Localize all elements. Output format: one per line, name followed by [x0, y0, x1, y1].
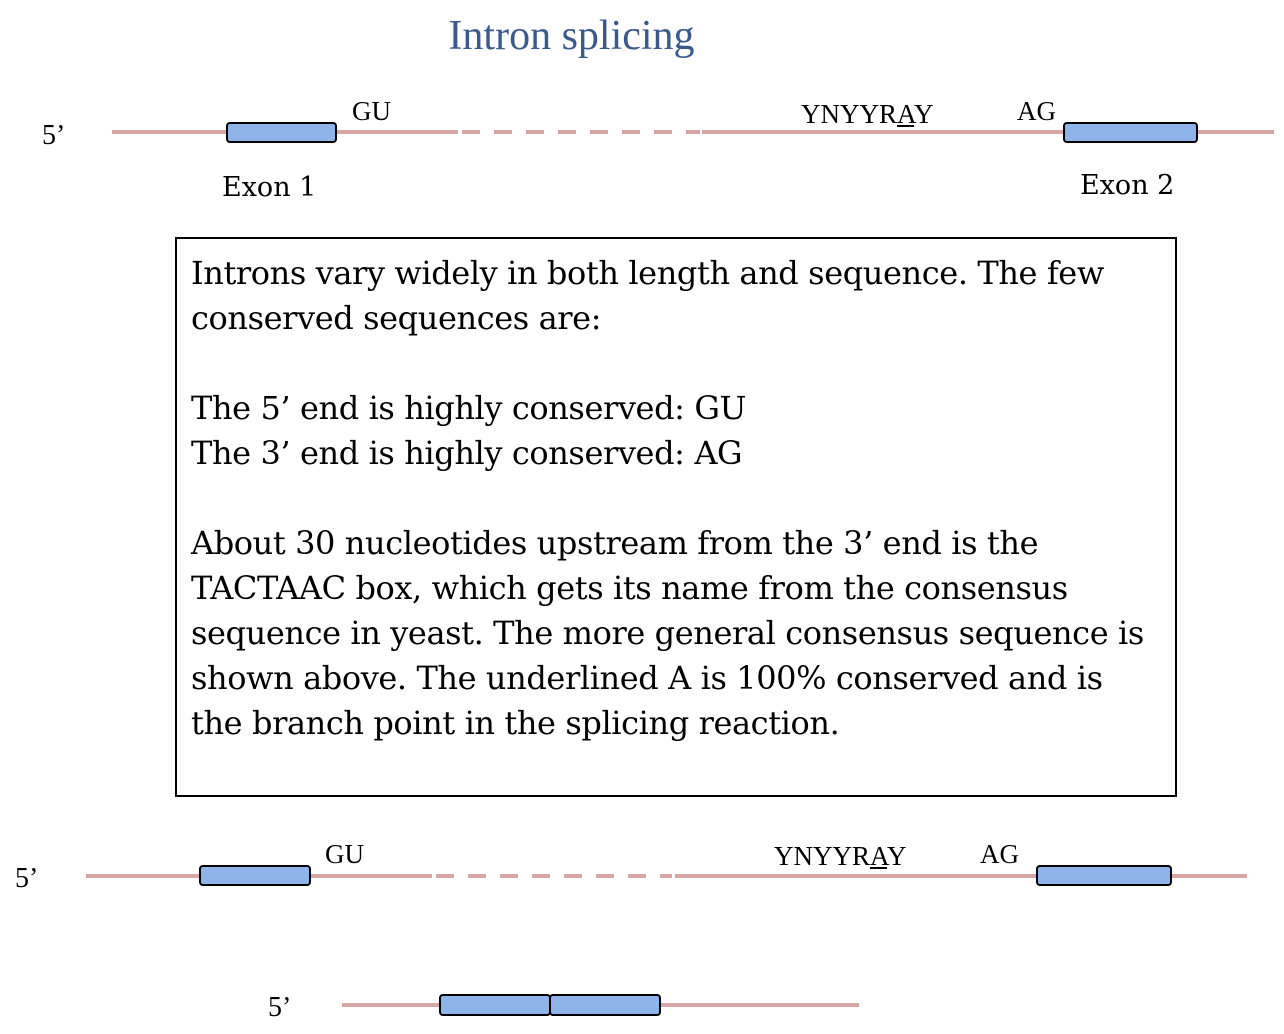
explanation-paragraph-1: Introns vary widely in both length and s… — [191, 254, 1104, 337]
exon1-label: Exon 1 — [222, 172, 317, 203]
diagram3-exon1-box — [439, 994, 551, 1016]
page-title: Intron splicing — [448, 13, 695, 59]
diagram1-branch-sequence: YNYYRAY — [801, 99, 934, 130]
diagram3-exon2-box — [549, 994, 661, 1016]
diagram1-five-prime-label: 5’ — [42, 120, 66, 151]
explanation-5-end-line: The 5’ end is highly conserved: GU — [191, 389, 747, 427]
diagram2-ag-label: AG — [980, 839, 1019, 869]
diagram1-exon1-box — [226, 122, 337, 143]
explanation-paragraph-3: About 30 nucleotides upstream from the 3… — [191, 524, 1144, 742]
diagram2-exon2-box — [1036, 865, 1172, 886]
diagram2-branch-sequence: YNYYRAY — [774, 841, 907, 872]
diagram2-branch-point-a: A — [870, 841, 888, 871]
diagram3-five-prime-label: 5’ — [268, 992, 292, 1023]
diagram1-branch-point-a: A — [897, 99, 915, 129]
diagram1-ag-label: AG — [1017, 96, 1056, 126]
diagram2-branch-post: Y — [887, 841, 907, 871]
explanation-textbox: Introns vary widely in both length and s… — [175, 237, 1177, 797]
explanation-3-end-line: The 3’ end is highly conserved: AG — [191, 434, 743, 472]
diagram2-branch-pre: YNYYR — [774, 841, 871, 871]
exon2-label: Exon 2 — [1080, 170, 1175, 201]
diagram1-branch-pre: YNYYR — [801, 99, 898, 129]
diagram1-gu-label: GU — [352, 96, 391, 126]
diagram2-five-prime-label: 5’ — [15, 863, 39, 894]
diagram2-exon1-box — [199, 865, 311, 886]
diagram1-branch-post: Y — [914, 99, 934, 129]
diagram2-gu-label: GU — [325, 839, 364, 869]
diagram1-exon2-box — [1063, 122, 1198, 143]
